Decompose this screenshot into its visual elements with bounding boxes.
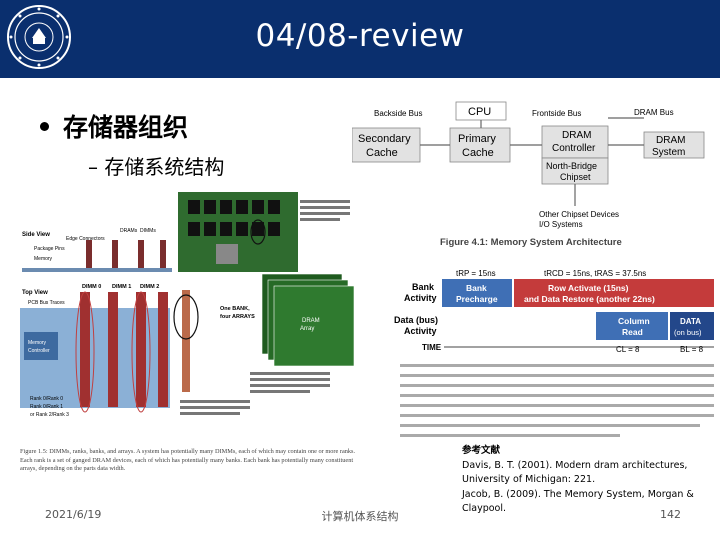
data-bus-activity-label-2: Activity — [404, 326, 437, 336]
memory-architecture-figure: Backside Bus CPU Frontside Bus DRAM Bus … — [352, 96, 720, 446]
main-bullet: 存储器组织 — [40, 108, 188, 144]
data-on-bus-label-1: DATA — [680, 317, 701, 326]
reference-line-3: Jacob, B. (2009). The Memory System, Mor… — [462, 488, 694, 500]
memory-controller-side-label: Memory — [34, 256, 53, 262]
drams-label: DRAMs — [120, 228, 138, 234]
dram-system-box — [643, 131, 705, 159]
bullet-dot-icon — [40, 121, 49, 131]
dram-controller-box — [541, 125, 609, 159]
one-bank-label-2: four ARRAYS — [220, 314, 255, 320]
memory-controller-top-label-1: Memory — [28, 340, 47, 346]
cpu-label: CPU — [468, 106, 491, 118]
north-bridge-label-1: North-Bridge — [546, 161, 597, 171]
time-label: TIME — [422, 343, 442, 352]
rank-note-1: Rank 0/Rank 0 — [30, 396, 63, 402]
dram-controller-label-1: DRAM — [562, 130, 591, 141]
memory-controller-chip — [24, 332, 58, 360]
backside-bus-label: Backside Bus — [374, 109, 422, 118]
dram-array-label-1: DRAM — [302, 318, 320, 324]
bank-column — [182, 290, 190, 392]
reference-line-2: University of Michigan: 221. — [462, 474, 596, 486]
footer-course-name: 计算机体系结构 — [321, 510, 399, 523]
secondary-cache-label-1: Secondary — [358, 133, 411, 145]
bank-precharge-label-1: Bank — [466, 283, 487, 293]
top-view-label: Top View — [22, 290, 48, 296]
dram-array-stack — [261, 273, 355, 367]
data-on-bus-block — [670, 312, 714, 340]
dimm1-label: DIMM 1 — [112, 284, 131, 290]
university-logo-icon — [7, 5, 71, 69]
bank-precharge-label-2: Precharge — [456, 294, 498, 304]
dimm0-label: DIMM 0 — [82, 284, 101, 290]
trp-label: tRP = 15ns — [456, 269, 496, 278]
references-block: 参考文献 Davis, B. T. (2001). Modern dram ar… — [462, 444, 712, 517]
footer-page-number: 142 — [660, 508, 681, 521]
dram-system-label-1: DRAM — [656, 135, 685, 146]
slide-title: 04/08-review — [255, 18, 465, 54]
bank-precharge-block — [442, 279, 512, 307]
side-view-board — [22, 268, 172, 272]
rank-note-2: Rank 0/Rank 1 — [30, 404, 63, 410]
column-read-label-1: Column — [618, 316, 650, 326]
bl-label: BL = 8 — [680, 345, 704, 354]
north-bridge-label-2: Chipset — [560, 172, 591, 182]
primary-cache-label-2: Cache — [462, 147, 494, 159]
data-bus-activity-label-1: Data (bus) — [394, 315, 438, 325]
bank-activity-label-1: Bank — [412, 282, 435, 292]
dram-array-label-2: Array — [300, 326, 314, 332]
package-pins-label: Package Pins — [34, 246, 65, 252]
footer-date: 2021/6/19 — [45, 508, 102, 521]
sub-bullet: – 存储系统结构 — [88, 155, 225, 179]
dram-chip-zoom — [216, 244, 238, 264]
figure-1-5-caption: Figure 1.5: DIMMs, ranks, banks, and arr… — [20, 448, 356, 473]
row-activate-label-1: Row Activate (15ns) — [548, 283, 629, 293]
slide-header: 04/08-review — [0, 0, 720, 78]
pcb-bus-traces-label: PCB Bus Traces — [28, 300, 65, 306]
row-activate-block — [514, 279, 714, 307]
edge-connectors-label: Edge Connectors — [66, 236, 105, 242]
other-chipset-label-1: Other Chipset Devices — [539, 210, 619, 219]
north-bridge-box — [541, 157, 609, 185]
secondary-cache-label-2: Cache — [366, 147, 398, 159]
primary-cache-label-1: Primary — [458, 133, 496, 145]
bank-activity-label-2: Activity — [404, 293, 437, 303]
column-read-label-2: Read — [622, 327, 643, 337]
trcd-label: tRCD = 15ns, tRAS = 37.5ns — [544, 269, 646, 278]
cl-label: CL = 8 — [616, 345, 640, 354]
reference-line-1: Davis, B. T. (2001). Modern dram archite… — [462, 459, 688, 471]
dimm2-label: DIMM 2 — [140, 284, 159, 290]
dimm-ranks-banks-figure: Side View Edge Connectors DRAMs DIMMs Pa… — [20, 192, 365, 497]
figure-4-1-caption: Figure 4.1: Memory System Architecture — [440, 237, 622, 248]
rank-note-3: or Rank 2/Rank 3 — [30, 412, 69, 418]
row-activate-label-2: and Data Restore (another 22ns) — [524, 294, 655, 304]
one-bank-label-1: One BANK, — [220, 306, 250, 312]
reference-line-4: Claypool. — [462, 503, 507, 515]
references-title: 参考文献 — [462, 445, 501, 456]
other-chipset-label-2: I/O Systems — [539, 220, 583, 229]
column-read-block — [596, 312, 668, 340]
dimms-label: DIMMs — [140, 228, 156, 234]
figure-1-7-caption-lines — [400, 364, 714, 437]
frontside-bus-label: Frontside Bus — [532, 109, 581, 118]
main-bullet-text: 存储器组织 — [63, 113, 189, 142]
dram-system-label-2: System — [652, 147, 685, 158]
dram-controller-label-2: Controller — [552, 143, 596, 154]
dram-bus-label: DRAM Bus — [634, 108, 674, 117]
memory-controller-top-label-2: Controller — [28, 348, 50, 354]
data-on-bus-label-2: (on bus) — [674, 328, 702, 337]
side-view-label: Side View — [22, 232, 50, 238]
